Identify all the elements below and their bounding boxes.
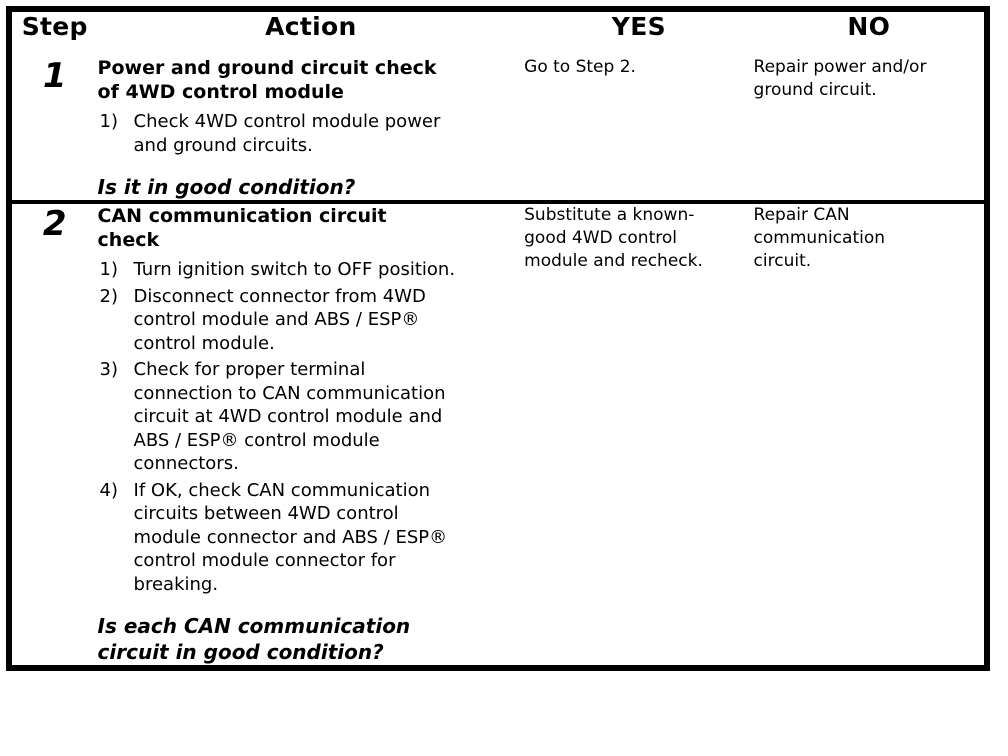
action-cell: CAN communication circuit check 1) Turn … — [97, 202, 525, 668]
list-item-marker: 1) — [99, 111, 119, 132]
yes-cell: Go to Step 2. — [524, 56, 754, 204]
action-step-list: 1) Turn ignition switch to OFF position.… — [98, 258, 525, 596]
column-header-yes: YES — [524, 9, 754, 56]
action-cell: Power and ground circuit check of 4WD co… — [97, 56, 525, 204]
column-header-action: Action — [97, 9, 525, 56]
list-item: 3) Check for proper terminal connection … — [98, 358, 525, 476]
action-title: Power and ground circuit check of 4WD co… — [97, 57, 437, 103]
list-item-marker: 4) — [99, 479, 119, 501]
action-title: CAN communication circuit check — [97, 205, 387, 251]
list-item-text: Disconnect connector from 4WD control mo… — [133, 285, 426, 354]
step-number: 1 — [9, 56, 98, 204]
yes-cell: Substitute a known- good 4WD control mod… — [524, 202, 754, 668]
list-item-text: Check for proper terminal connection to … — [133, 359, 446, 474]
list-item: 4) If OK, check CAN communication circui… — [98, 479, 525, 597]
action-step-list: 1) Check 4WD control module power and gr… — [98, 110, 525, 157]
column-header-step: Step — [9, 9, 98, 56]
diagnostic-flow-table: Step Action YES NO 1 Power and ground ci… — [6, 6, 990, 671]
list-item: 2) Disconnect connector from 4WD control… — [98, 285, 525, 356]
table-row: 1 Power and ground circuit check of 4WD … — [9, 56, 987, 204]
list-item-marker: 3) — [99, 359, 119, 380]
table-row: 2 CAN communication circuit check 1) Tur… — [9, 202, 987, 668]
no-cell: Repair CAN communication circuit. — [753, 202, 987, 668]
list-item: 1) Turn ignition switch to OFF position. — [98, 258, 525, 282]
list-item-marker: 1) — [99, 259, 119, 280]
column-header-no: NO — [753, 9, 987, 56]
action-question: Is each CAN communication circuit in goo… — [97, 614, 411, 664]
list-item: 1) Check 4WD control module power and gr… — [98, 110, 525, 157]
list-item-text: If OK, check CAN communication circuits … — [133, 479, 448, 595]
table-header-row: Step Action YES NO — [9, 9, 987, 56]
action-question: Is it in good condition? — [97, 175, 356, 199]
no-cell: Repair power and/or ground circuit. — [753, 56, 987, 204]
list-item-text: Check 4WD control module power and groun… — [133, 111, 441, 156]
list-item-text: Turn ignition switch to OFF position. — [133, 259, 456, 280]
step-number: 2 — [9, 202, 98, 668]
list-item-marker: 2) — [99, 285, 119, 307]
